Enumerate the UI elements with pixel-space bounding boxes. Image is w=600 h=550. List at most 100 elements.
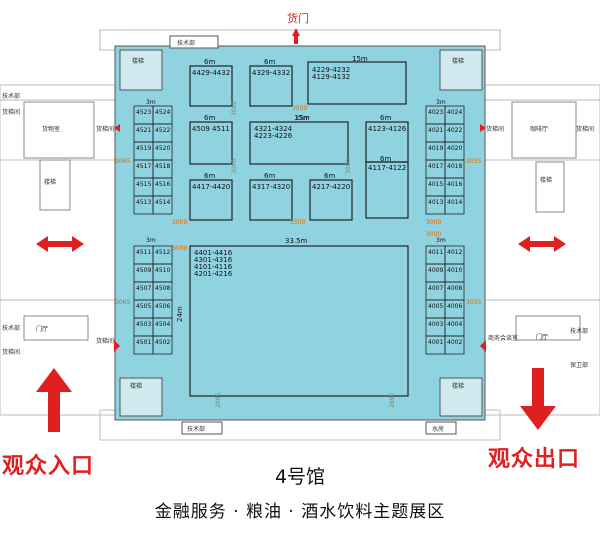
booth-label-4521: 4521 [136,127,151,134]
left-goods2-label: 货梯间 [96,337,114,345]
booth-label-4508: 4508 [155,285,170,292]
booth-label-4009: 4009 [428,267,443,274]
dim-3500-b: 3500 [290,219,305,226]
booth-label-4004: 4004 [447,321,462,328]
island-4509-width: 6m [204,114,215,122]
booth-label-4008: 4008 [447,285,462,292]
island-4117-width: 6m [380,155,391,163]
island-4229-width: 15m [352,55,368,63]
left-freight-lift-label: 货梯间 [96,125,114,133]
water-room [425,421,457,435]
left-lobby [23,315,89,341]
booth-label-4512: 4512 [155,249,170,256]
booth-label-4507: 4507 [136,285,151,292]
booth-label-4518: 4518 [155,163,170,170]
booth-label-4502: 4502 [155,339,170,346]
dim-3000-f: 3000 [172,245,187,252]
island-4429 [189,65,233,107]
booth-label-4516: 4516 [155,181,170,188]
left-freight2-label: 货梯间 [2,348,20,356]
booth-4002 [444,335,465,355]
right-stair [535,161,565,213]
dim-3000-b: 3000 [231,159,238,174]
entrance-arrow-icon [36,368,72,432]
right-lobby [515,315,581,341]
booth-4014 [444,195,465,215]
island-4401-label4: 4201-4216 [194,270,233,278]
water-room-label: 水房 [432,425,444,433]
booth-label-4020: 4020 [447,145,462,152]
island-4401-label2: 4301-4316 [194,256,233,264]
right-cafe-label: 咖啡厅 [530,125,548,133]
dim-3000-g: 3000 [426,231,441,238]
left-top-tech-label: 技术部 [2,92,20,100]
island-4509 [189,121,233,165]
island-4321 [249,121,349,165]
island-4217-label: 4217-4220 [312,183,350,191]
dim-15m: 15m [296,115,310,122]
dim-3035-b: 3035 [466,299,481,306]
island-4401-width: 33.5m [285,237,308,245]
island-4401-label1: 4401-4416 [194,249,233,257]
booth-label-4511: 4511 [136,249,151,256]
booth-label-4018: 4018 [447,163,462,170]
freight-gate-label: 货门 [287,11,309,25]
dim-3m-rl: 3m [436,237,446,244]
island-4321-label2: 4223-4226 [254,132,293,140]
booth-label-4514: 4514 [155,199,170,206]
dim-3000-e: 3000 [426,219,441,226]
booth-label-4023: 4023 [428,109,443,116]
right-lobby-label: 门厅 [536,333,548,341]
booth-label-4007: 4007 [428,285,443,292]
booth-label-4515: 4515 [136,181,151,188]
island-4329-label: 4329-4332 [252,69,290,77]
dim-3m-ru: 3m [436,99,446,106]
booth-label-4509: 4509 [136,267,151,274]
dim-2890: 2890 [389,393,396,408]
stair-top-right [439,49,483,91]
booth-label-4016: 4016 [447,181,462,188]
right-security-label: 保卫部 [570,361,588,369]
tech-room-top [169,35,219,49]
island-4417-label: 4417-4420 [192,183,230,191]
island-4509-label: 4509 4511 [192,125,230,133]
tech-room-bottom [181,421,223,435]
dim-3000-a: 3000 [231,101,238,116]
booth-label-4017: 4017 [428,163,443,170]
island-4123-label: 4123-4126 [368,125,407,133]
left-tech2-label: 技术部 [2,324,20,332]
booth-4502 [152,335,173,355]
booth-4514 [152,195,173,215]
island-4317 [249,179,293,221]
booth-label-4003: 4003 [428,321,443,328]
dim-3000-c: 3000 [345,159,352,174]
booth-label-4505: 4505 [136,303,151,310]
stair-label-tl: 楼梯 [132,57,144,65]
island-4417-width: 6m [204,172,215,180]
booth-label-4506: 4506 [155,303,170,310]
stair-label-tr: 楼梯 [452,57,464,65]
booth-label-4014: 4014 [447,199,462,206]
right-freight-elevator-label2: 货梯间 [576,125,594,133]
booth-label-4520: 4520 [155,145,170,152]
island-4321-width: 15m [294,114,310,122]
right-stair-label: 楼梯 [540,176,552,184]
booth-label-4022: 4022 [447,127,462,134]
island-4117-label: 4117-4122 [368,164,406,172]
booth-label-4503: 4503 [136,321,151,328]
booth-label-4519: 4519 [136,145,151,152]
left-goods-room [23,101,95,159]
island-4117 [365,161,409,219]
booth-label-4012: 4012 [447,249,462,256]
dim-3065-a: 3065 [115,158,130,165]
booth-label-4006: 4006 [447,303,462,310]
dim-3500-a: 3500 [292,105,307,112]
stair-bottom-left [119,377,163,417]
right-cafe [511,101,577,159]
left-stair-label: 楼梯 [44,178,56,186]
right-double-arrow-icon [518,236,566,252]
hall-title: 4号馆 [274,466,326,488]
booth-label-4524: 4524 [155,109,170,116]
